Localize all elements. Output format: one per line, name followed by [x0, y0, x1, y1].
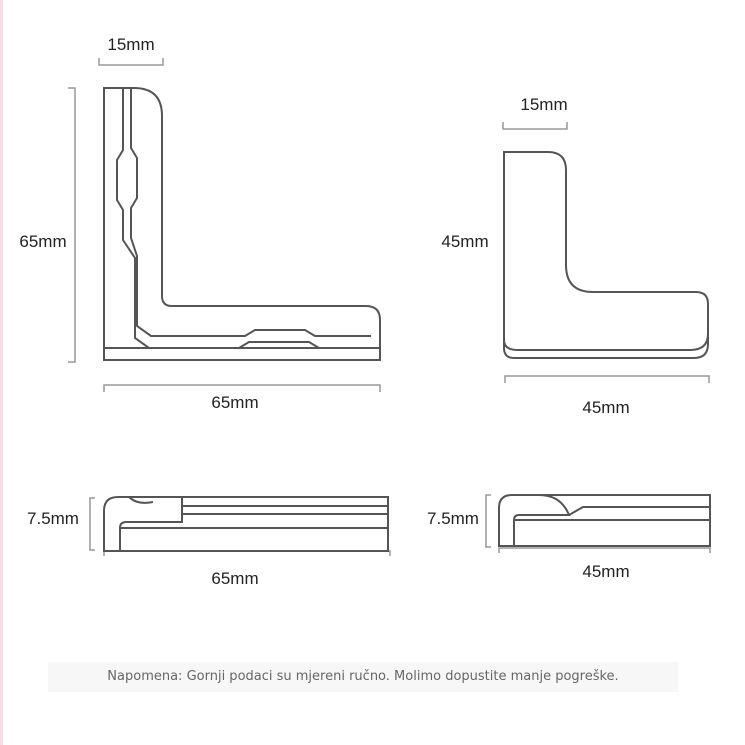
large-side-thickness-label: 7.5mm — [27, 509, 79, 528]
small-width-label: 45mm — [582, 398, 630, 417]
small-corner-side — [498, 494, 711, 547]
large-side-length-label: 65mm — [211, 569, 259, 588]
large-width-label: 65mm — [211, 393, 259, 412]
large-corner-front — [103, 87, 381, 361]
measurement-note: Napomena: Gornji podaci su mjereni ručno… — [48, 662, 678, 692]
small-corner-front — [503, 151, 709, 359]
large-corner-side — [103, 496, 389, 552]
small-side-thickness-label: 7.5mm — [427, 509, 479, 528]
large-height-label: 65mm — [19, 232, 67, 251]
small-side-length-label: 45mm — [582, 562, 630, 581]
small-height-label: 45mm — [441, 232, 489, 251]
large-top-width-label: 15mm — [107, 35, 155, 54]
small-top-width-label: 15mm — [520, 95, 568, 114]
